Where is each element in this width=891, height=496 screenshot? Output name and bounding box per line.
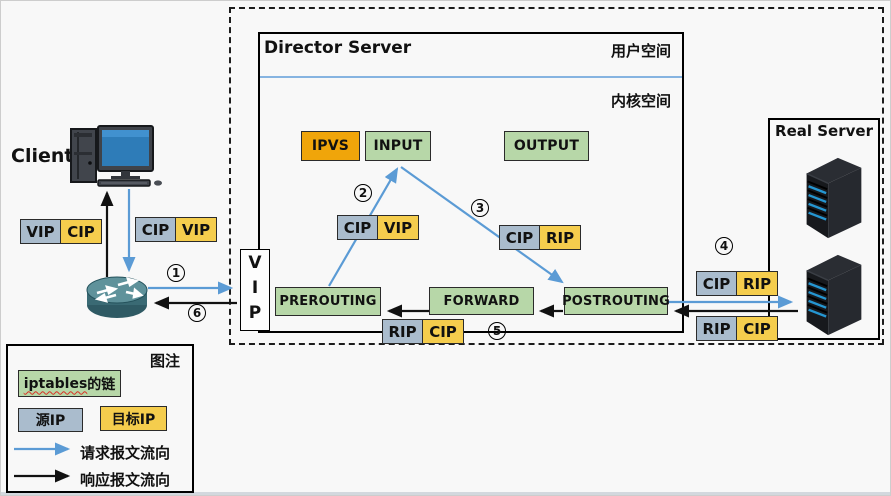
marker-step-2: 2 (354, 184, 372, 202)
marker-step-3: 3 (471, 199, 489, 217)
packet-director-request-out: CIP RIP (499, 225, 581, 250)
marker-step-1: 1 (167, 264, 185, 282)
chain-box-postrouting: POSTROUTING (562, 287, 670, 315)
client-label: Client (11, 145, 74, 167)
packet-director-request-in: CIP VIP (337, 215, 419, 240)
chain-box-output: OUTPUT (504, 131, 589, 161)
source-ip-cell: CIP (135, 217, 176, 242)
arrow-input-to-postrouting (400, 166, 564, 284)
user-space-label: 用户空间 (611, 42, 672, 60)
response-flow-arrows (14, 190, 798, 483)
dest-ip-cell: VIP (378, 215, 419, 240)
server-icon (798, 154, 868, 246)
chain-box-input: INPUT (365, 131, 431, 161)
real-server-box (768, 118, 880, 340)
packet-realserver-response: RIP CIP (696, 316, 778, 341)
real-server-title: Real Server (775, 122, 873, 140)
dest-ip-cell: RIP (540, 225, 581, 250)
director-server-box (258, 32, 684, 333)
dest-ip-cell: RIP (737, 271, 778, 296)
page-bottom-edge (1, 492, 890, 495)
marker-step-5: 5 (488, 322, 506, 340)
director-server-title: Director Server (264, 38, 412, 58)
packet-client-request: CIP VIP (135, 217, 217, 242)
source-ip-cell: RIP (382, 319, 423, 344)
chain-box-prerouting: PREROUTING (275, 287, 381, 316)
legend-chain-word: iptables (23, 375, 88, 392)
server-icon (798, 251, 868, 343)
dest-ip-cell: CIP (737, 316, 778, 341)
request-flow-arrows (14, 166, 794, 456)
source-ip-cell: VIP (20, 219, 61, 244)
chain-box-forward: FORWARD (429, 287, 534, 315)
dest-ip-cell: VIP (176, 217, 217, 242)
legend-target-swatch: 目标IP (100, 406, 167, 431)
source-ip-cell: CIP (337, 215, 378, 240)
legend-request-label: 请求报文流向 (80, 444, 171, 462)
router-icon (84, 273, 150, 327)
kernel-space-label: 内核空间 (611, 92, 672, 110)
client-computer-icon (65, 122, 165, 192)
legend-source-swatch: 源IP (18, 408, 83, 432)
source-ip-cell: CIP (696, 271, 737, 296)
source-ip-cell: RIP (696, 316, 737, 341)
ipvs-box: IPVS (301, 131, 360, 161)
legend-response-label: 响应报文流向 (80, 471, 171, 489)
vip-box: VIP (240, 249, 270, 331)
dest-ip-cell: CIP (423, 319, 464, 344)
director-outer-dashed-box (229, 7, 884, 345)
legend-chain-suffix: 的链 (87, 376, 116, 393)
source-ip-cell: CIP (499, 225, 540, 250)
packet-director-response: RIP CIP (382, 319, 464, 344)
marker-step-4: 4 (715, 237, 733, 255)
marker-step-6: 6 (188, 304, 206, 322)
packet-realserver-request: CIP RIP (696, 271, 778, 296)
dest-ip-cell: CIP (61, 219, 102, 244)
legend-title: 图注 (149, 352, 180, 370)
packet-client-response: VIP CIP (20, 219, 102, 244)
user-kernel-space-divider (260, 76, 682, 78)
